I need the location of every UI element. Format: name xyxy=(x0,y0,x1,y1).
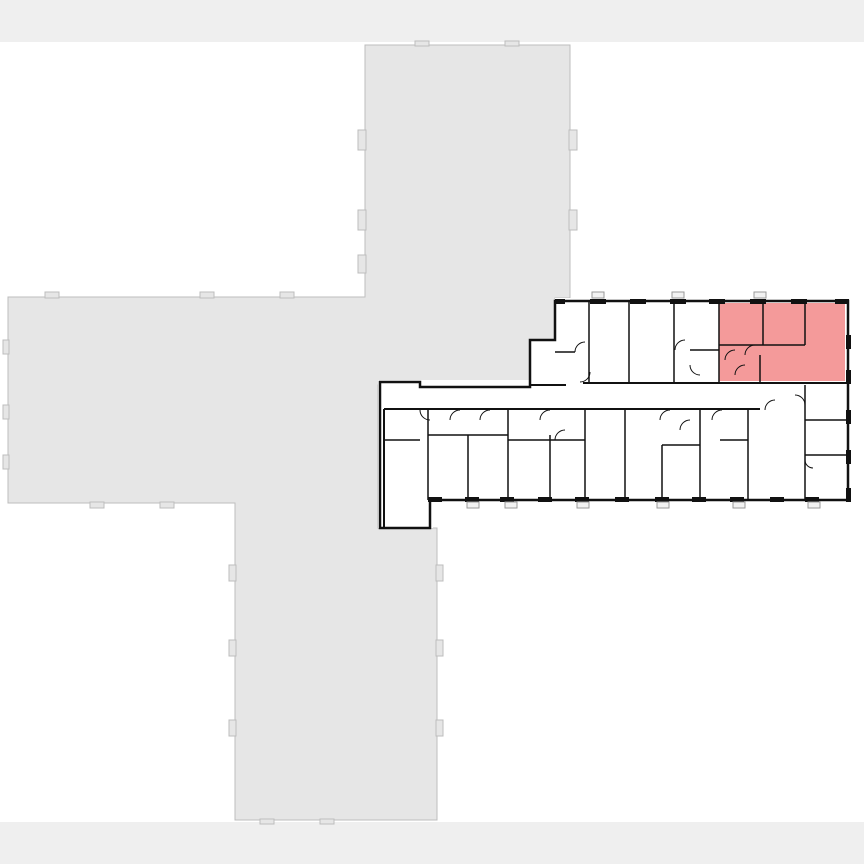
highlighted-apartment[interactable] xyxy=(719,303,845,381)
top-band xyxy=(0,0,864,42)
upper-partitions xyxy=(555,302,806,382)
lower-partitions xyxy=(384,385,848,500)
wing-floor xyxy=(378,298,851,528)
footprint-notches xyxy=(2,40,578,825)
door-swings xyxy=(419,339,814,469)
corridor-walls xyxy=(383,382,848,528)
window-markers xyxy=(466,291,821,509)
columns xyxy=(428,299,851,502)
bottom-band xyxy=(0,822,864,864)
